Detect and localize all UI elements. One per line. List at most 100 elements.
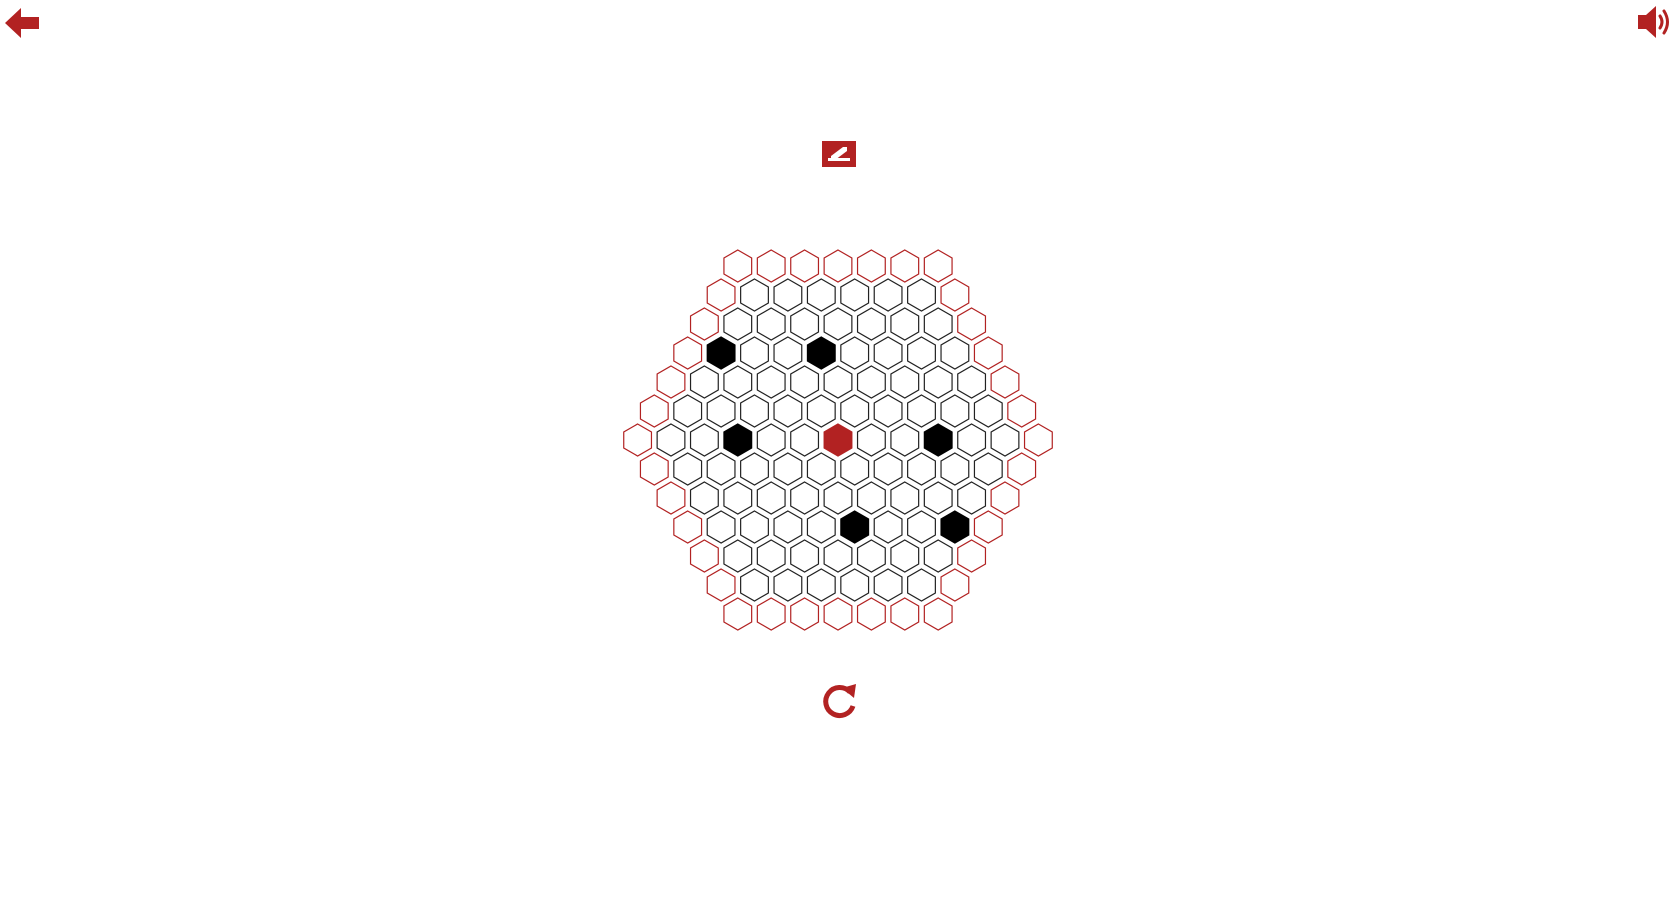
edge-cell[interactable] [957, 539, 987, 573]
empty-cell[interactable] [856, 539, 886, 573]
edge-cell[interactable] [673, 336, 703, 370]
mode-toggle-icon[interactable] [822, 141, 856, 167]
empty-cell[interactable] [907, 394, 936, 428]
edge-cell[interactable] [923, 597, 953, 631]
empty-cell[interactable] [706, 394, 736, 428]
edge-cell[interactable] [1007, 452, 1037, 486]
empty-cell[interactable] [890, 423, 920, 457]
edge-cell[interactable] [990, 481, 1020, 515]
empty-cell[interactable] [740, 336, 769, 370]
edge-cell[interactable] [940, 278, 970, 312]
empty-cell[interactable] [806, 278, 836, 312]
empty-cell[interactable] [740, 452, 769, 486]
empty-cell[interactable] [840, 394, 870, 428]
empty-cell[interactable] [990, 423, 1020, 457]
edge-cell[interactable] [706, 278, 736, 312]
edge-cell[interactable] [689, 307, 719, 341]
edge-cell[interactable] [689, 539, 719, 573]
edge-cell[interactable] [973, 336, 1003, 370]
empty-cell[interactable] [973, 394, 1003, 428]
edge-cell[interactable] [723, 597, 753, 631]
blocked-cell[interactable] [723, 423, 753, 457]
empty-cell[interactable] [790, 365, 820, 399]
edge-cell[interactable] [706, 568, 736, 602]
empty-cell[interactable] [756, 365, 786, 399]
edge-cell[interactable] [656, 481, 686, 515]
empty-cell[interactable] [873, 336, 903, 370]
empty-cell[interactable] [907, 510, 936, 544]
empty-cell[interactable] [923, 307, 953, 341]
empty-cell[interactable] [756, 423, 786, 457]
empty-cell[interactable] [706, 510, 736, 544]
empty-cell[interactable] [923, 539, 953, 573]
edge-cell[interactable] [723, 249, 753, 283]
empty-cell[interactable] [806, 394, 836, 428]
edge-cell[interactable] [856, 249, 886, 283]
edge-cell[interactable] [1007, 394, 1037, 428]
back-arrow-icon[interactable] [4, 6, 40, 40]
empty-cell[interactable] [806, 568, 836, 602]
edge-cell[interactable] [756, 597, 786, 631]
empty-cell[interactable] [923, 365, 953, 399]
empty-cell[interactable] [773, 452, 803, 486]
speaker-icon[interactable] [1636, 2, 1674, 42]
empty-cell[interactable] [773, 568, 803, 602]
empty-cell[interactable] [823, 539, 853, 573]
empty-cell[interactable] [840, 336, 870, 370]
restart-icon[interactable] [820, 682, 858, 722]
empty-cell[interactable] [823, 481, 853, 515]
empty-cell[interactable] [740, 394, 769, 428]
empty-cell[interactable] [790, 539, 820, 573]
edge-cell[interactable] [756, 249, 786, 283]
edge-cell[interactable] [923, 249, 953, 283]
empty-cell[interactable] [756, 307, 786, 341]
empty-cell[interactable] [957, 423, 987, 457]
empty-cell[interactable] [907, 278, 936, 312]
empty-cell[interactable] [840, 568, 870, 602]
empty-cell[interactable] [873, 452, 903, 486]
empty-cell[interactable] [656, 423, 686, 457]
empty-cell[interactable] [790, 481, 820, 515]
player-cell[interactable] [823, 423, 853, 457]
empty-cell[interactable] [689, 423, 719, 457]
empty-cell[interactable] [957, 481, 987, 515]
edge-cell[interactable] [639, 394, 669, 428]
empty-cell[interactable] [940, 336, 970, 370]
empty-cell[interactable] [806, 452, 836, 486]
empty-cell[interactable] [706, 452, 736, 486]
empty-cell[interactable] [806, 510, 836, 544]
empty-cell[interactable] [856, 481, 886, 515]
edge-cell[interactable] [673, 510, 703, 544]
empty-cell[interactable] [689, 365, 719, 399]
empty-cell[interactable] [773, 278, 803, 312]
empty-cell[interactable] [723, 481, 753, 515]
empty-cell[interactable] [673, 452, 703, 486]
empty-cell[interactable] [890, 307, 920, 341]
edge-cell[interactable] [990, 365, 1020, 399]
empty-cell[interactable] [723, 539, 753, 573]
empty-cell[interactable] [907, 452, 936, 486]
empty-cell[interactable] [890, 539, 920, 573]
empty-cell[interactable] [673, 394, 703, 428]
edge-cell[interactable] [856, 597, 886, 631]
empty-cell[interactable] [890, 481, 920, 515]
edge-cell[interactable] [623, 423, 653, 457]
empty-cell[interactable] [823, 365, 853, 399]
empty-cell[interactable] [940, 394, 970, 428]
empty-cell[interactable] [890, 365, 920, 399]
edge-cell[interactable] [823, 597, 853, 631]
empty-cell[interactable] [790, 307, 820, 341]
empty-cell[interactable] [740, 278, 769, 312]
empty-cell[interactable] [940, 452, 970, 486]
edge-cell[interactable] [890, 597, 920, 631]
empty-cell[interactable] [740, 510, 769, 544]
empty-cell[interactable] [873, 278, 903, 312]
blocked-cell[interactable] [806, 336, 836, 370]
empty-cell[interactable] [873, 510, 903, 544]
empty-cell[interactable] [973, 452, 1003, 486]
empty-cell[interactable] [907, 336, 936, 370]
edge-cell[interactable] [656, 365, 686, 399]
edge-cell[interactable] [823, 249, 853, 283]
empty-cell[interactable] [957, 365, 987, 399]
empty-cell[interactable] [773, 510, 803, 544]
